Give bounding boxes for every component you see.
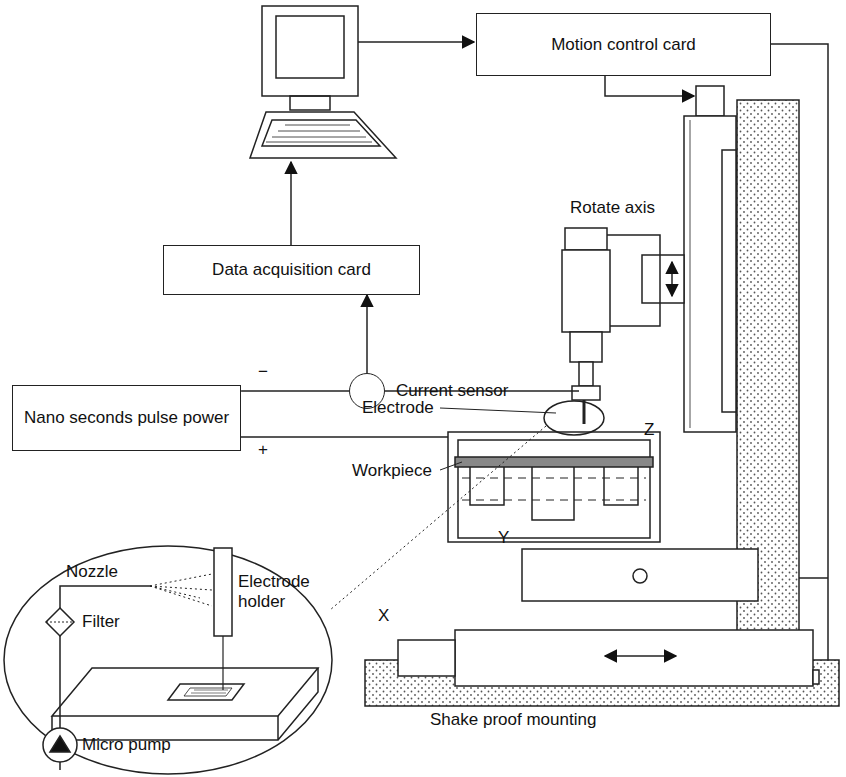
tank-part bbox=[470, 467, 638, 520]
leader-line bbox=[440, 408, 556, 413]
spindle-part bbox=[565, 228, 607, 250]
inset-detail-part bbox=[43, 728, 77, 762]
inset-detail-part bbox=[4, 546, 332, 774]
node-label: Nano seconds pulse power bbox=[24, 408, 229, 428]
spindle-part bbox=[642, 255, 684, 303]
z-stage-part bbox=[690, 120, 691, 428]
part-label: Filter bbox=[82, 612, 120, 632]
part-label: X bbox=[378, 606, 389, 626]
control-box: Motion control card bbox=[476, 13, 771, 76]
inset-detail-part bbox=[52, 668, 318, 716]
part-label: Rotate axis bbox=[570, 198, 655, 218]
detail-leader bbox=[330, 426, 546, 610]
power-wire bbox=[230, 437, 470, 460]
machine-illustration-part bbox=[4, 6, 839, 774]
part-label: Y bbox=[498, 528, 509, 548]
z-stage-part bbox=[684, 116, 736, 432]
part-label: + bbox=[258, 440, 268, 460]
x-stage-part bbox=[813, 670, 819, 684]
computer-part bbox=[250, 112, 396, 158]
x-stage bbox=[398, 630, 819, 686]
signal-arrow bbox=[290, 162, 292, 245]
inset-detail-part bbox=[214, 548, 232, 636]
computer-part bbox=[290, 96, 330, 110]
y-stage bbox=[522, 549, 758, 601]
computer-part bbox=[266, 125, 372, 142]
part-label: Shake proof mounting bbox=[430, 710, 596, 730]
part-label: Electrode holder bbox=[238, 572, 314, 611]
computer-part bbox=[262, 120, 380, 146]
inset-detail-part bbox=[150, 574, 212, 606]
z-stage bbox=[684, 86, 736, 432]
spindle-part bbox=[583, 400, 586, 424]
tank bbox=[448, 432, 660, 542]
tank-part bbox=[455, 457, 653, 467]
tank-part bbox=[458, 440, 650, 538]
inset-detail-part bbox=[168, 684, 244, 700]
z-stage-part bbox=[696, 86, 724, 116]
y-stage-part bbox=[522, 549, 758, 601]
control-wire bbox=[605, 76, 694, 96]
part-label: Z bbox=[644, 420, 654, 440]
spindle-part bbox=[572, 386, 600, 400]
x-stage-part bbox=[455, 630, 813, 686]
inset-detail bbox=[4, 546, 332, 774]
node-label: Data acquisition card bbox=[212, 260, 371, 280]
inset-detail-part bbox=[191, 690, 228, 693]
computer bbox=[250, 6, 396, 158]
x-stage-part bbox=[398, 640, 455, 676]
tank-part bbox=[462, 478, 646, 500]
part-label: Micro pump bbox=[82, 735, 171, 755]
spindle-part bbox=[579, 362, 593, 386]
computer-part bbox=[262, 6, 358, 96]
leader-line bbox=[440, 462, 462, 470]
node-label: Motion control card bbox=[551, 35, 696, 55]
inset-detail-part bbox=[184, 688, 232, 696]
part-label: − bbox=[258, 362, 268, 382]
y-stage-part bbox=[633, 569, 647, 583]
signal-wire bbox=[366, 295, 368, 373]
part-label: Electrode bbox=[362, 398, 434, 418]
detail-ring bbox=[544, 401, 604, 435]
inset-detail-part bbox=[50, 736, 70, 752]
signal-arrow bbox=[358, 41, 474, 43]
inset-detail-part bbox=[52, 668, 318, 740]
spindle-part bbox=[671, 262, 673, 296]
spindle bbox=[562, 228, 684, 424]
control-box: Data acquisition card bbox=[163, 245, 420, 295]
z-stage-part bbox=[722, 150, 736, 412]
inset-detail-part bbox=[222, 636, 223, 690]
computer-part bbox=[276, 16, 344, 78]
inset-detail-part bbox=[46, 608, 74, 636]
x-stage-part bbox=[605, 655, 676, 657]
signal-wire bbox=[241, 390, 349, 392]
spindle-part bbox=[562, 250, 610, 332]
part-label: Nozzle bbox=[66, 562, 118, 582]
part-label: Workpiece bbox=[352, 461, 432, 481]
inset-detail-part bbox=[46, 622, 74, 623]
spindle-part bbox=[570, 332, 602, 362]
tank-part bbox=[448, 432, 660, 542]
power-box: Nano seconds pulse power bbox=[12, 385, 241, 451]
